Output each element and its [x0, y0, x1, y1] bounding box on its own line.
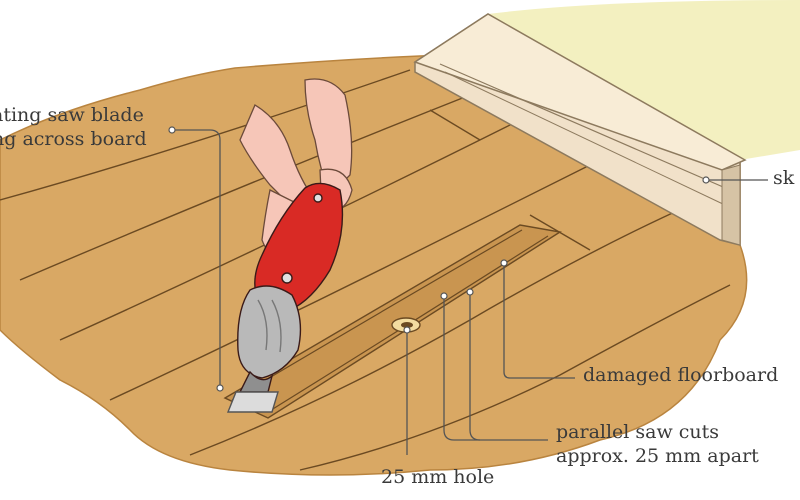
label-saw-cuts-line1: parallel saw cuts	[556, 421, 759, 445]
label-saw-blade: ating saw blade ng across board	[0, 104, 147, 152]
label-skirting: sk	[773, 167, 794, 191]
label-saw-cuts: parallel saw cuts approx. 25 mm apart	[556, 421, 759, 469]
label-saw-cuts-line2: approx. 25 mm apart	[556, 445, 759, 469]
label-saw-blade-line1: ating saw blade	[0, 104, 147, 128]
label-saw-blade-line2: ng across board	[0, 128, 147, 152]
label-hole: 25 mm hole	[381, 466, 494, 490]
label-damaged-floorboard: damaged floorboard	[583, 364, 778, 388]
